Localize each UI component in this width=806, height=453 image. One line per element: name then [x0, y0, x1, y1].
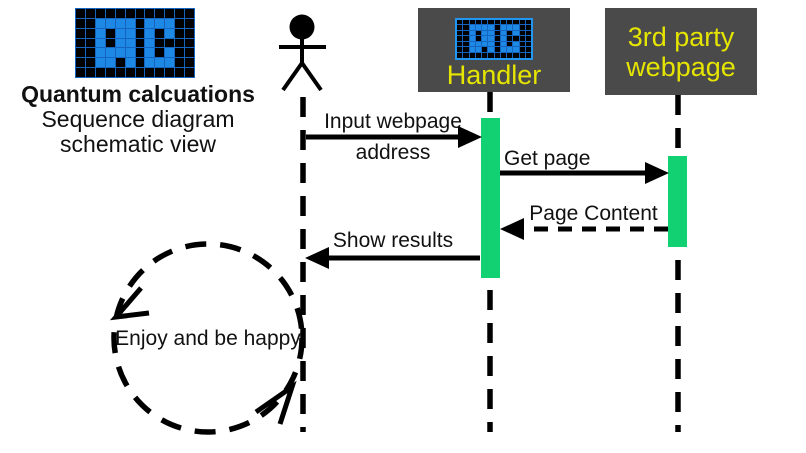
arrowhead-left-icon: [500, 218, 524, 240]
handler-label: Handler: [446, 59, 542, 90]
qc-logo-large: [75, 8, 195, 78]
third-party-activation-bar: [668, 156, 687, 247]
third-party-label-line1: 3rd party: [627, 21, 735, 52]
third-party-label-line2: webpage: [626, 51, 736, 82]
actor-leg-left: [281, 61, 304, 92]
message-label-page-content: Page Content: [529, 202, 658, 225]
loop-arrowhead-upper-left: [109, 286, 150, 321]
message-arrow-show-results: [305, 247, 480, 269]
page-subtitle-line2: schematic view: [60, 131, 216, 157]
handler-box: Handler: [418, 8, 570, 92]
actor-figure: [279, 14, 326, 92]
message-arrow-get-page: [500, 162, 669, 184]
message-arrow-page-content: [500, 218, 668, 240]
message-label-show-results: Show results: [332, 229, 454, 252]
qc-logo-small: [455, 17, 533, 60]
handler-activation-bar: [481, 118, 500, 278]
loop-circle: [109, 241, 305, 435]
page-title: Quantum calcuations: [21, 81, 255, 107]
loop-label: Enjoy and be happy: [115, 327, 301, 350]
message-label-input-webpage-line1: Input webpage: [324, 110, 462, 133]
diagram-title-block: Quantum calcuations Sequence diagram sch…: [5, 82, 271, 157]
message-label-get-page: Get page: [504, 147, 591, 170]
message-label-input-webpage-line2: address: [355, 141, 431, 164]
loop-arrowhead-lower-right: [254, 380, 297, 425]
arrowhead-right-icon: [458, 126, 482, 148]
actor-leg-right: [300, 61, 323, 92]
arrowhead-left-icon: [305, 247, 329, 269]
actor-head: [289, 14, 315, 40]
arrowhead-right-icon: [645, 162, 669, 184]
page-subtitle-line1: Sequence diagram: [41, 106, 235, 132]
third-party-box: 3rd party webpage: [605, 8, 757, 95]
message-arrow-input-webpage: [306, 126, 482, 148]
